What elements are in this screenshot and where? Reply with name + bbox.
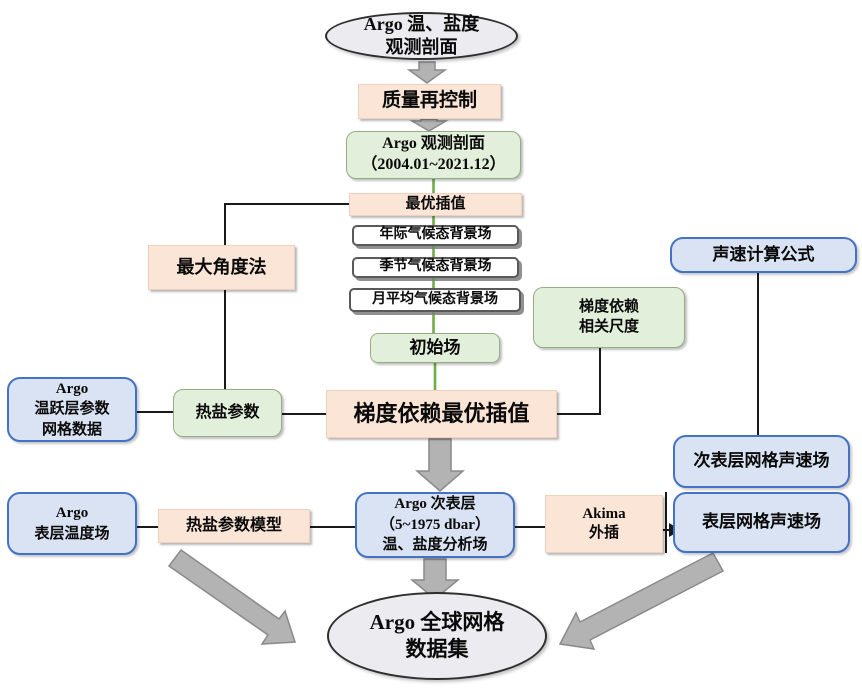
node-sound-speed-formula: 声速计算公式 <box>670 237 857 273</box>
node-argo-surface-temp-field: Argo 表层温度场 <box>7 492 137 555</box>
node-argo-observed-profiles: Argo 观测剖面 （2004.01~2021.12） <box>346 131 521 179</box>
node-gradient-corr-scale: 梯度依赖 相关尺度 <box>533 287 685 348</box>
arrow-diagonal-left-to-dataset-icon <box>167 548 297 645</box>
node-subsurface-analysis-field: Argo 次表层 （5~1975 dbar） 温、盐度分析场 <box>355 492 515 558</box>
arrow-down-gradientoi-to-analysis-icon <box>414 438 466 492</box>
node-optimal-interpolation: 最优插值 <box>349 193 522 216</box>
node-max-angle-method: 最大角度法 <box>148 245 295 290</box>
node-seasonal-climatology-bg: 季节气候态背景场 <box>352 257 519 278</box>
node-interannual-climatology-bg: 年际气候态背景场 <box>352 225 519 246</box>
node-gradient-dependent-oi: 梯度依赖最优插值 <box>326 390 557 438</box>
node-initial-field: 初始场 <box>370 333 500 363</box>
spine-connector-lines <box>432 179 437 391</box>
block-arrows <box>167 61 725 650</box>
black-connector-lines <box>137 203 759 553</box>
node-thermohaline-param-model: 热盐参数模型 <box>158 509 310 543</box>
node-subsurface-grid-sound-speed: 次表层网格声速场 <box>673 435 850 488</box>
node-quality-recontrol: 质量再控制 <box>358 84 501 119</box>
arrow-down-analysis-to-dataset-icon <box>409 558 461 600</box>
node-surface-grid-sound-speed: 表层网格声速场 <box>673 492 850 553</box>
arrow-diagonal-right-to-dataset-icon <box>558 551 725 650</box>
node-akima-extrapolation: Akima 外插 <box>545 495 663 553</box>
node-argo-global-grid-dataset-ellipse: Argo 全球网格 数据集 <box>327 592 547 680</box>
node-monthly-climatology-bg: 月平均气候态背景场 <box>349 288 521 312</box>
arrow-down-ellipse-to-qc-icon <box>406 61 448 84</box>
node-thermocline-param-grid: Argo 温跃层参数 网格数据 <box>7 377 137 442</box>
arrow-down-qc-to-profiles-icon <box>409 118 449 132</box>
connector-corrscale-to-gradientoi <box>557 348 601 415</box>
node-argo-ts-profiles-ellipse: Argo 温、盐度 观测剖面 <box>325 12 518 60</box>
connector-oi-to-maxangle <box>224 203 349 245</box>
node-thermohaline-params: 热盐参数 <box>173 389 282 437</box>
